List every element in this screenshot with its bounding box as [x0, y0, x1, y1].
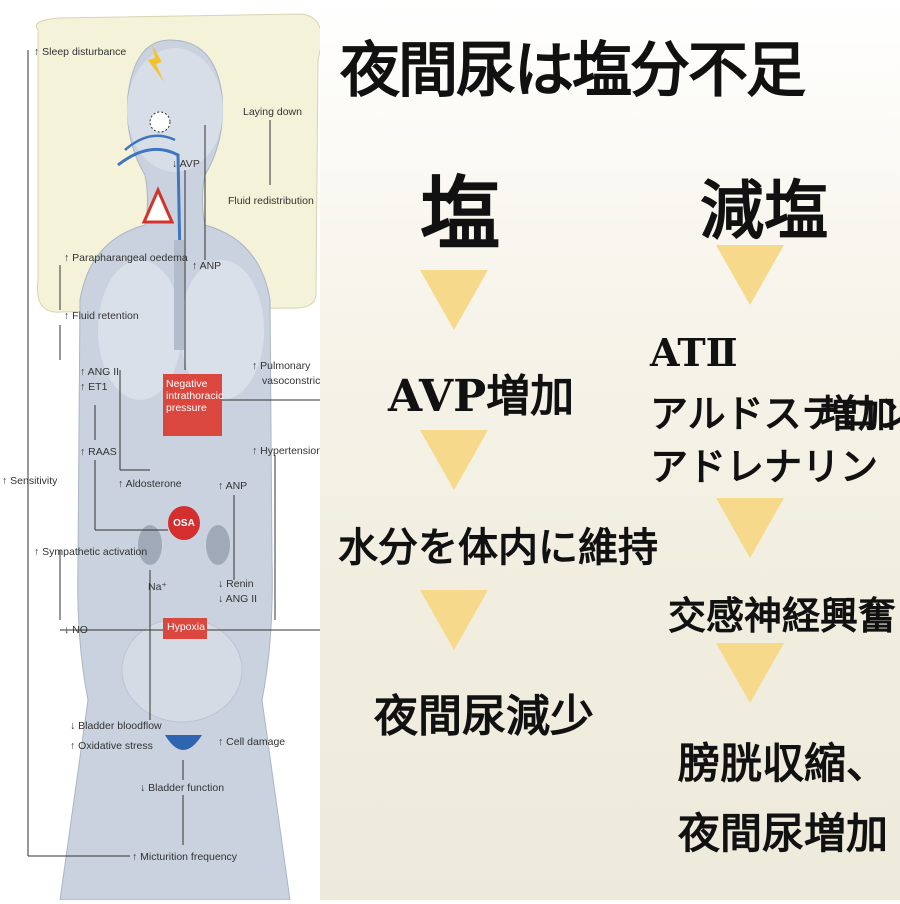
label-cell-damage: ↑ Cell damage	[218, 736, 286, 748]
arrow-down-icon	[716, 643, 784, 703]
text-panel	[320, 0, 900, 900]
negative-pressure-box: Negative intrathoracic pressure	[163, 374, 224, 436]
label-sympathetic-activation: ↑ Sympathetic activation	[34, 546, 148, 558]
negative-text-1: Negative	[166, 378, 208, 390]
label-oxidative-stress: ↑ Oxidative stress	[70, 740, 153, 752]
label-raas: ↑ RAAS	[80, 446, 117, 458]
label-anp-top: ↑ ANP	[192, 260, 222, 272]
left-kidney	[138, 525, 162, 565]
right-kidney	[206, 525, 230, 565]
left-step-1: AVP増加	[388, 371, 575, 422]
brain-nucleus	[149, 111, 171, 133]
label-no: ↓ NO	[64, 624, 88, 636]
label-micturition-frequency: ↑ Micturition frequency	[132, 851, 238, 863]
lightning-icon	[148, 45, 164, 82]
arrow-down-icon	[420, 590, 488, 650]
right-hormone-3: アドレナリン	[650, 444, 879, 489]
label-na: Na⁺	[148, 581, 167, 593]
label-avp: ↓ AVP	[172, 158, 200, 170]
right-heading: 減塩	[700, 174, 828, 249]
right-lung	[180, 260, 264, 400]
left-heading: 塩	[420, 167, 500, 261]
bladder	[165, 735, 202, 750]
label-sleep-disturbance: ↑ Sleep disturbance	[34, 46, 127, 58]
label-et1: ↑ ET1	[80, 381, 108, 393]
label-ang2: ↑ ANG II	[80, 366, 120, 378]
arrow-down-icon	[716, 245, 784, 305]
physiology-diagram: ↑ Sleep disturbance Laying down Fluid re…	[0, 0, 340, 901]
label-ang2-low: ↓ ANG II	[218, 593, 258, 605]
flow-lines	[27, 50, 331, 857]
label-pulmonary: ↑ Pulmonary	[252, 360, 311, 372]
label-aldosterone: ↑ Aldosterone	[118, 478, 182, 490]
right-step-2: 膀胱収縮、	[678, 739, 889, 788]
label-renin: ↓ Renin	[218, 578, 254, 590]
osa-badge: OSA	[168, 506, 200, 540]
warning-icon	[141, 186, 175, 224]
right-step-3: 夜間尿増加	[678, 809, 889, 858]
label-fluid-redistribution: Fluid redistribution	[228, 195, 314, 207]
label-bladder-function: ↓ Bladder function	[140, 782, 225, 794]
label-fluid-retention: ↑ Fluid retention	[64, 310, 139, 322]
left-step-2: 水分を体内に維持	[338, 524, 658, 571]
hypoxia-box: Hypoxia	[163, 618, 207, 639]
head	[127, 48, 223, 172]
label-parapharangeal-oedema: ↑ Parapharangeal oedema	[64, 252, 188, 264]
right-hormone-1: ATⅡ	[650, 330, 738, 375]
body-illustration	[27, 13, 331, 901]
arrow-down-icon	[420, 270, 488, 330]
label-bladder-bloodflow: ↓ Bladder bloodflow	[70, 720, 162, 732]
trachea	[174, 240, 184, 350]
negative-text-3: pressure	[166, 402, 207, 414]
label-sensitivity: ↑ Sensitivity	[2, 475, 58, 487]
label-hypertension: ↑ Hypertension	[252, 445, 323, 457]
right-hormone-increase: 増加	[820, 391, 897, 436]
arrow-down-icon	[420, 430, 488, 490]
left-step-3: 夜間尿減少	[374, 691, 594, 742]
right-step-1: 交感神経興奮	[668, 593, 897, 638]
panel-title: 夜間尿は塩分不足	[340, 36, 806, 106]
label-vasoconstriction: vasoconstriction	[262, 375, 338, 387]
arrow-down-icon	[716, 498, 784, 558]
left-lung	[98, 260, 182, 400]
airway-flow	[117, 147, 182, 261]
right-hormone-2: アルドステロン	[650, 391, 900, 436]
label-laying-down: Laying down	[243, 106, 302, 118]
label-anp-mid: ↑ ANP	[218, 480, 248, 492]
negative-text-2: intrathoracic	[166, 390, 224, 402]
airway-flow-2	[124, 134, 176, 151]
